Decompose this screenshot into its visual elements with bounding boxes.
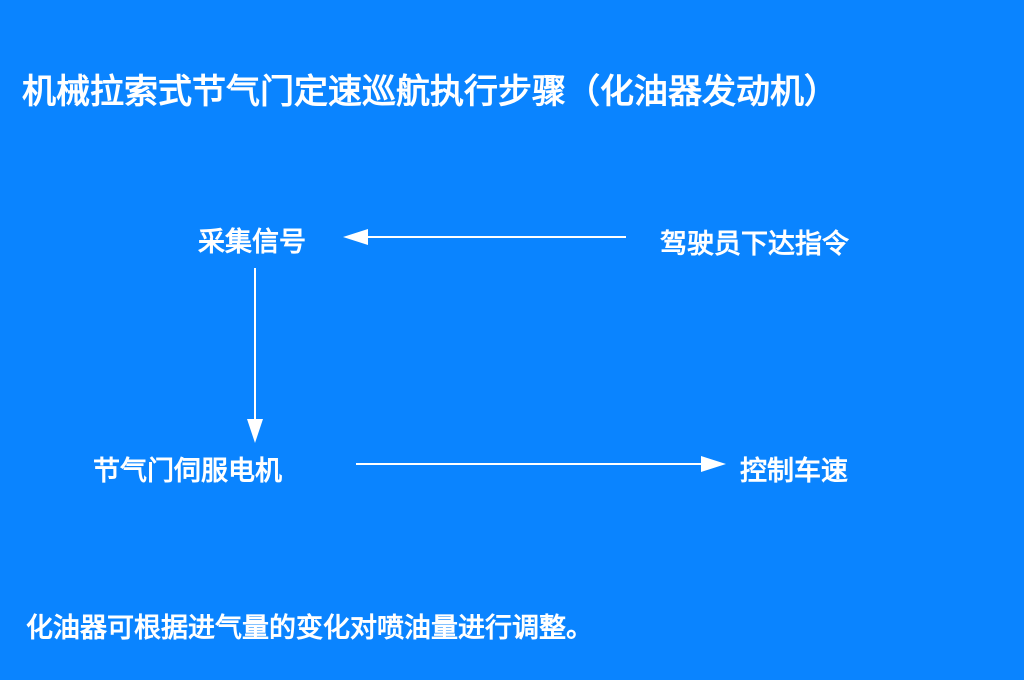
node-collect-signal: 采集信号 [198, 227, 306, 258]
node-control-speed: 控制车速 [740, 456, 848, 487]
arrow-collect-to-servo [247, 268, 263, 443]
node-driver-command: 驾驶员下达指令 [660, 229, 849, 260]
arrow-driver-to-collect [343, 229, 626, 245]
arrow-servo-to-speed [356, 456, 726, 472]
footnote: 化油器可根据进气量的变化对喷油量进行调整。 [26, 613, 593, 644]
diagram-title: 机械拉索式节气门定速巡航执行步骤（化油器发动机） [22, 72, 838, 112]
node-throttle-servo-motor: 节气门伺服电机 [93, 456, 282, 487]
